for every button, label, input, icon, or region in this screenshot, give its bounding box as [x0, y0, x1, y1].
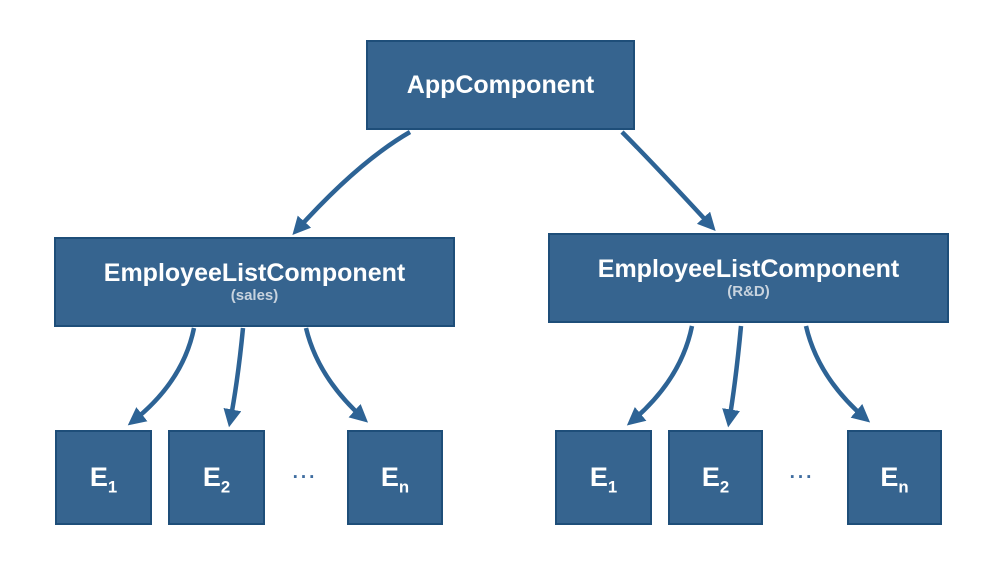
employee-list-sales-title: EmployeeListComponent [103, 258, 406, 287]
arrow-sales-to-e2 [223, 327, 246, 428]
employee-subscript: 2 [719, 477, 730, 497]
employee-base: E [589, 462, 608, 492]
employee-base: E [880, 462, 899, 492]
employee-box-sales-e1: E1 [55, 430, 152, 525]
employee-box-rnd-e2: E2 [668, 430, 763, 525]
employee-subscript: 1 [607, 477, 618, 497]
ellipsis-sales: ... [292, 462, 318, 483]
employee-subscript: n [398, 477, 410, 497]
arrow-sales-to-en [303, 327, 369, 423]
employee-subscript: 1 [107, 477, 118, 497]
employee-base: E [380, 462, 399, 492]
employee-list-rnd-subtitle: (R&D) [727, 283, 770, 301]
employee-box-rnd-en: En [847, 430, 942, 525]
employee-box-sales-e2: E2 [168, 430, 265, 525]
employee-list-rnd-box: EmployeeListComponent (R&D) [548, 233, 949, 323]
employee-label-sales-e1: E1 [89, 462, 118, 497]
employee-box-rnd-e1: E1 [555, 430, 652, 525]
employee-list-sales-subtitle: (sales) [230, 287, 279, 305]
employee-label-sales-en: En [380, 462, 410, 497]
employee-base: E [701, 462, 720, 492]
app-component-box: AppComponent [366, 40, 635, 130]
employee-list-sales-box: EmployeeListComponent (sales) [54, 237, 455, 327]
employee-box-sales-en: En [347, 430, 443, 525]
employee-label-rnd-e1: E1 [589, 462, 618, 497]
arrow-rnd-to-e2 [722, 325, 744, 428]
arrow-root-to-rnd [620, 130, 716, 231]
ellipsis-rnd: ... [789, 462, 815, 483]
employee-list-rnd-title: EmployeeListComponent [597, 254, 900, 283]
employee-subscript: n [898, 477, 909, 497]
employee-subscript: 2 [220, 477, 231, 497]
employee-base: E [89, 462, 108, 492]
employee-label-sales-e2: E2 [202, 462, 231, 497]
employee-label-rnd-en: En [880, 462, 909, 497]
arrow-root-to-sales [292, 130, 412, 236]
arrow-sales-to-e1 [127, 327, 197, 426]
arrow-rnd-to-e1 [626, 325, 695, 426]
employee-base: E [202, 462, 221, 492]
arrow-rnd-to-en [803, 325, 871, 423]
employee-label-rnd-e2: E2 [701, 462, 730, 497]
app-component-label: AppComponent [406, 70, 595, 99]
